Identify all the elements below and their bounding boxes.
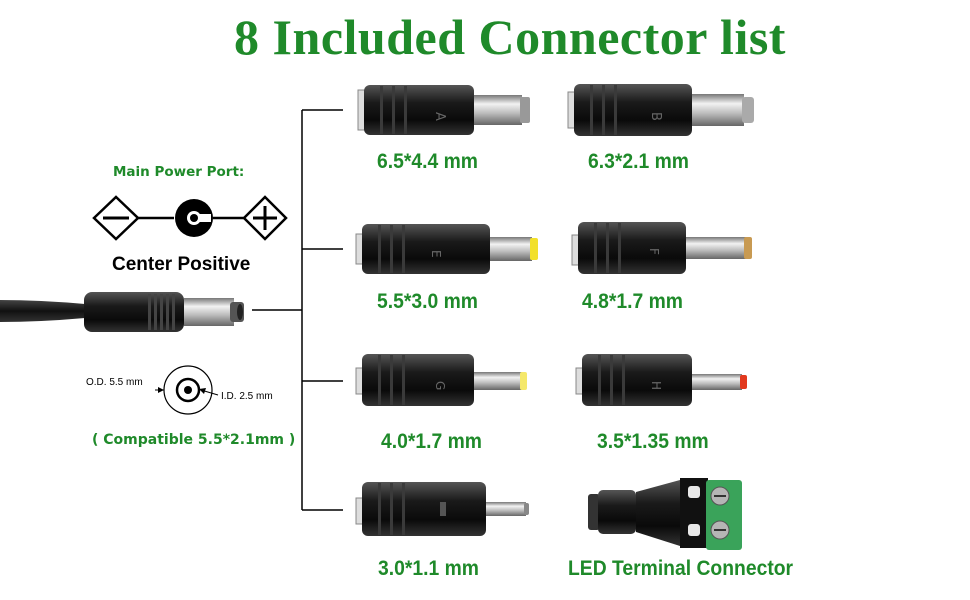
main-power-port-label: Main Power Port: — [113, 164, 245, 180]
connector-e-icon: E — [355, 224, 538, 274]
connector-e-label: 5.5*3.0 mm — [377, 290, 478, 313]
inner-diameter-label: I.D. 2.5 mm — [221, 391, 273, 402]
svg-text:A: A — [432, 112, 447, 121]
connector-g-label: 4.0*1.7 mm — [381, 430, 482, 453]
led-terminal-label: LED Terminal Connector — [568, 557, 794, 580]
connector-f-icon: F — [571, 222, 752, 274]
bracket-lines — [252, 109, 343, 511]
svg-text:G: G — [433, 381, 447, 390]
center-positive-label: Center Positive — [112, 254, 251, 275]
polarity-symbol-icon — [92, 195, 288, 241]
page-title: 8 Included Connector list — [234, 9, 786, 65]
connector-i-label: 3.0*1.1 mm — [378, 557, 479, 580]
connector-a-icon: A — [357, 85, 530, 135]
connector-g-icon: G — [355, 354, 527, 406]
connector-h-icon: H — [575, 354, 747, 406]
svg-text:B: B — [648, 112, 663, 121]
svg-text:E: E — [429, 250, 443, 258]
barrel-diameter-icon — [155, 365, 219, 415]
connector-b-label: 6.3*2.1 mm — [588, 150, 689, 173]
led-terminal-connector-icon — [588, 478, 742, 550]
connector-f-label: 4.8*1.7 mm — [582, 290, 683, 313]
connector-b-icon: B — [567, 84, 754, 136]
svg-text:H: H — [649, 381, 663, 390]
main-power-plug — [0, 292, 244, 332]
outer-diameter-label: O.D. 5.5 mm — [86, 377, 143, 388]
connector-i-icon — [355, 482, 529, 536]
compatible-label: ( Compatible 5.5*2.1mm ) — [92, 432, 296, 448]
connector-h-label: 3.5*1.35 mm — [597, 430, 709, 453]
svg-text:F: F — [647, 248, 661, 255]
connector-a-label: 6.5*4.4 mm — [377, 150, 478, 173]
